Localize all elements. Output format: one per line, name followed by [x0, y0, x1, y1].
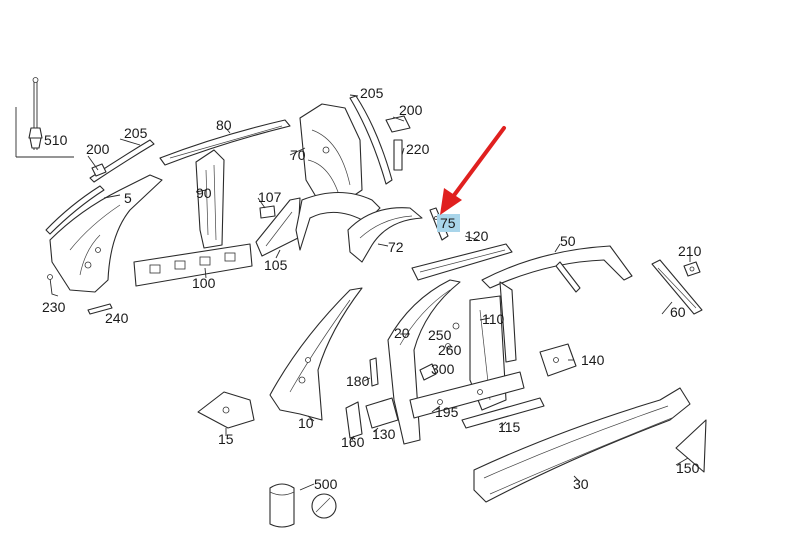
label-230: 230 — [42, 299, 66, 315]
part-240-seal — [87, 303, 113, 315]
part-10-a-pillar — [269, 287, 363, 421]
part-100-sill-inner — [133, 243, 253, 287]
label-300: 300 — [431, 361, 455, 377]
part-510-clip — [15, 77, 74, 158]
part-140-bracket — [539, 343, 577, 377]
label-72: 72 — [388, 239, 404, 255]
part-15-bracket — [197, 391, 255, 429]
part-250-clip — [445, 322, 460, 349]
part-195-sill-inner — [409, 371, 525, 419]
part-5-side-panel — [49, 174, 163, 293]
label-160: 160 — [341, 434, 365, 450]
part-30-rocker-panel — [473, 387, 691, 503]
label-70: 70 — [290, 147, 306, 163]
label-150: 150 — [676, 460, 700, 476]
part-72-wheel-housing — [347, 207, 423, 263]
label-205-right: 205 — [360, 85, 384, 101]
label-115: 115 — [498, 419, 521, 435]
part-160-reinforcement — [345, 401, 363, 439]
part-150-trim — [675, 419, 707, 473]
label-130: 130 — [372, 426, 396, 442]
label-500: 500 — [314, 476, 338, 492]
part-20-pillar — [387, 279, 461, 445]
part-105-c-pillar-lower — [255, 197, 301, 257]
part-50-roof-rail — [481, 245, 633, 363]
part-115-sill-seal — [461, 397, 545, 429]
label-100: 100 — [192, 275, 216, 291]
part-230-clip — [47, 274, 59, 297]
label-260: 260 — [438, 342, 462, 358]
label-10: 10 — [298, 415, 314, 431]
part-180-bracket — [369, 357, 379, 387]
part-120-cross-member — [411, 243, 513, 281]
label-200-left: 200 — [86, 141, 110, 157]
part-210-clip — [683, 261, 701, 277]
label-110: 110 — [482, 311, 505, 327]
part-205-left-rail — [45, 139, 155, 235]
part-130-reinforcement — [365, 397, 399, 429]
part-labels: 510 200 205 80 205 200 220 70 5 90 107 7… — [42, 85, 702, 492]
label-75: 75 — [440, 215, 456, 231]
highlight-box-75 — [437, 214, 460, 232]
label-107: 107 — [258, 189, 282, 205]
label-5: 5 — [124, 190, 132, 206]
label-220: 220 — [406, 141, 430, 157]
label-20: 20 — [394, 325, 410, 341]
part-500-sealant — [269, 483, 337, 528]
label-240: 240 — [105, 310, 129, 326]
label-250: 250 — [428, 327, 452, 343]
label-15: 15 — [218, 431, 234, 447]
part-107-bracket — [259, 205, 276, 219]
label-50: 50 — [560, 233, 576, 249]
label-200-right: 200 — [399, 102, 423, 118]
leader-lines — [87, 94, 691, 491]
label-60: 60 — [670, 304, 686, 320]
label-30: 30 — [573, 476, 589, 492]
label-105: 105 — [264, 257, 288, 273]
part-80-roof-frame — [159, 119, 291, 166]
label-195: 195 — [435, 404, 459, 420]
part-205-right-rail — [349, 95, 411, 185]
label-205-left: 205 — [124, 125, 148, 141]
label-180: 180 — [346, 373, 370, 389]
part-300-plug — [419, 363, 437, 381]
label-90: 90 — [196, 185, 212, 201]
part-60-d-pillar-trim — [651, 259, 703, 315]
part-70-quarter-inner — [299, 103, 363, 206]
label-120: 120 — [465, 228, 489, 244]
label-140: 140 — [581, 352, 605, 368]
label-210: 210 — [678, 243, 702, 259]
label-510: 510 — [44, 132, 68, 148]
red-arrow-icon — [440, 126, 506, 215]
label-80: 80 — [216, 117, 232, 133]
part-90-b-pillar — [195, 149, 225, 249]
